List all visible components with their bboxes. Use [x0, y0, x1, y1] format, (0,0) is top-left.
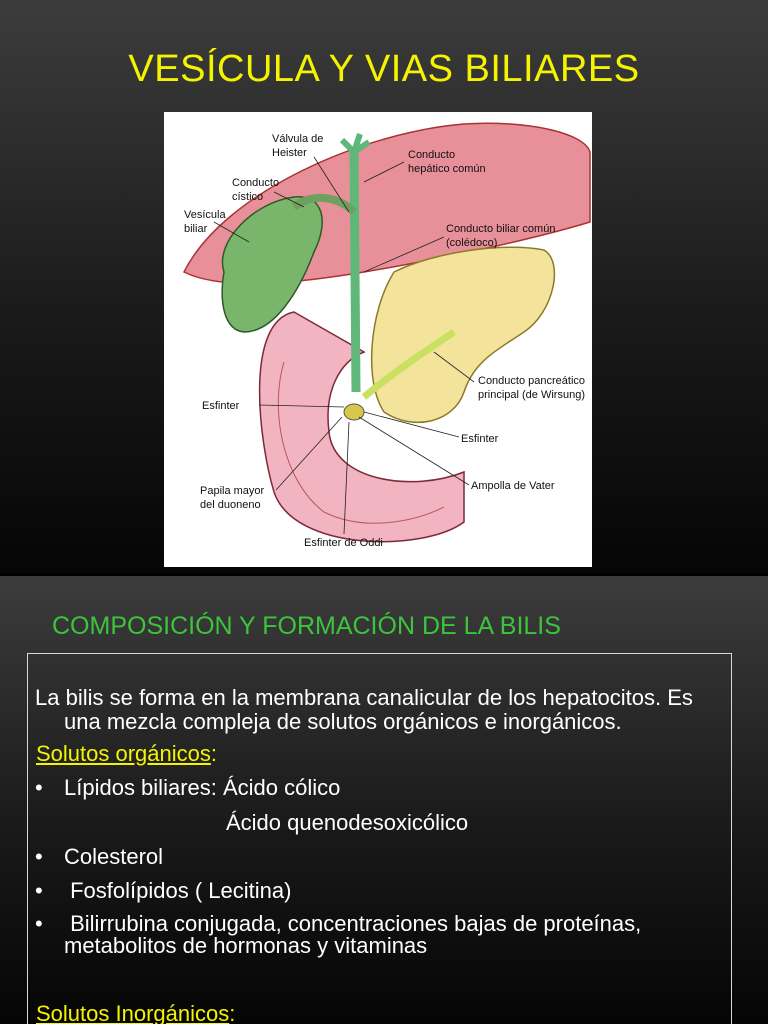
organic-colon: : — [210, 741, 218, 766]
label-valvula-1: Válvula de — [272, 133, 323, 145]
bullet-text: Ácido quenodesoxicólico — [226, 810, 469, 835]
organic-heading: Solutos orgánicos: — [36, 742, 217, 766]
slide-title: VESÍCULA Y VIAS BILIARES — [128, 48, 640, 90]
ampulla-shape — [343, 403, 365, 421]
label-pancreatico-1: Conducto pancreático — [478, 375, 585, 387]
label-pancreatico-2: principal (de Wirsung) — [478, 389, 585, 401]
label-cistico-1: Conducto — [232, 177, 279, 189]
label-hepatico-2: hepático común — [408, 163, 486, 175]
diagram-labels: Válvula de Heister Conducto hepático com… — [184, 133, 585, 549]
bullet-text: metabolitos de hormonas y vitaminas — [64, 933, 428, 958]
gallbladder-shape — [221, 196, 323, 333]
inorganic-heading: Solutos Inorgánicos: — [36, 1002, 235, 1024]
label-oddi: Esfinter de Oddi — [304, 537, 383, 549]
slide-title: COMPOSICIÓN Y FORMACIÓN DE LA BILIS — [52, 612, 561, 640]
diagram-svg: Válvula de Heister Conducto hepático com… — [182, 122, 591, 549]
label-ampolla: Ampolla de Vater — [471, 480, 555, 492]
bile-duct — [349, 151, 361, 393]
content-textbox: La bilis se forma en la membrana canalic… — [27, 653, 732, 1024]
organic-heading-text: Solutos orgánicos — [36, 741, 211, 766]
intro-paragraph: La bilis se forma en la membrana canalic… — [35, 686, 725, 734]
intro-line-2: una mezcla compleja de solutos orgánicos… — [64, 709, 622, 734]
slide-composicion: COMPOSICIÓN Y FORMACIÓN DE LA BILIS La b… — [0, 576, 768, 1024]
pancreatic-duct — [361, 329, 456, 400]
label-vesicula-2: biliar — [184, 223, 208, 235]
label-esfinter-right: Esfinter — [461, 433, 499, 445]
bullet-dot: • — [35, 878, 43, 903]
bullet-dot: • — [35, 911, 43, 936]
duodenum-shape — [258, 311, 465, 543]
intro-line-1: La bilis se forma en la membrana canalic… — [35, 685, 693, 710]
biliary-anatomy-diagram: Válvula de Heister Conducto hepático com… — [164, 112, 592, 567]
bullet-dot: • — [35, 844, 43, 869]
bullet-text: Colesterol — [64, 844, 164, 869]
label-coledoco-1: Conducto biliar común — [446, 223, 555, 235]
label-vesicula-1: Vesícula — [184, 209, 226, 221]
bullet-text: Fosfolípidos ( Lecitina) — [64, 878, 292, 903]
bullet-text: Lípidos biliares: Ácido cólico — [64, 775, 341, 800]
bullet-text: Bilirrubina conjugada, concentraciones b… — [64, 911, 642, 936]
cystic-duct — [291, 193, 357, 215]
label-hepatico-1: Conducto — [408, 149, 455, 161]
label-papila-2: del duoneno — [200, 499, 261, 511]
label-cistico-2: cístico — [232, 191, 263, 203]
label-coledoco-2: (colédoco) — [446, 237, 497, 249]
inorganic-heading-text: Solutos Inorgánicos — [36, 1001, 230, 1024]
slide-vesicula: VESÍCULA Y VIAS BILIARES — [0, 0, 768, 573]
inorganic-colon: : — [229, 1001, 236, 1024]
label-papila-1: Papila mayor — [200, 485, 265, 497]
label-esfinter-left: Esfinter — [202, 400, 240, 412]
label-valvula-2: Heister — [272, 147, 307, 159]
bullet-dot: • — [35, 775, 43, 800]
